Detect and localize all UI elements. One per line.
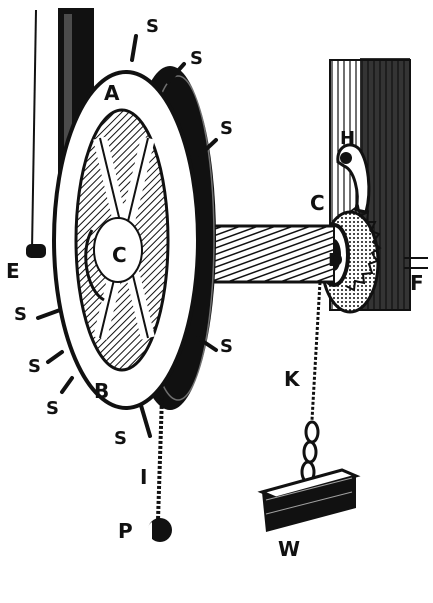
label-s-3: S bbox=[220, 118, 233, 139]
label-s-1: S bbox=[146, 16, 159, 37]
label-s-6: S bbox=[28, 356, 41, 377]
weight-block bbox=[257, 468, 361, 532]
label-e: E bbox=[6, 259, 20, 283]
label-p: P bbox=[118, 519, 133, 543]
wheel-front bbox=[52, 70, 200, 410]
label-b: B bbox=[94, 379, 109, 403]
label-i: I bbox=[140, 465, 147, 489]
label-s-2: S bbox=[190, 48, 203, 69]
label-s-4: S bbox=[220, 336, 233, 357]
label-k: K bbox=[284, 367, 301, 391]
rope-drum bbox=[207, 224, 335, 284]
label-s-7: S bbox=[46, 398, 59, 419]
label-s-5: S bbox=[14, 304, 27, 325]
label-f: F bbox=[410, 271, 424, 295]
label-c-axle: C bbox=[112, 243, 127, 267]
label-a: A bbox=[104, 81, 120, 105]
label-h: H bbox=[340, 128, 355, 149]
chain bbox=[300, 281, 322, 484]
label-s-8: S bbox=[114, 428, 127, 449]
label-c-gear: C bbox=[310, 191, 325, 215]
pull-rope bbox=[147, 395, 172, 542]
label-d: D bbox=[328, 250, 343, 271]
pawl bbox=[336, 143, 371, 214]
wheel-spokes bbox=[36, 34, 218, 438]
label-w: W bbox=[278, 537, 300, 561]
